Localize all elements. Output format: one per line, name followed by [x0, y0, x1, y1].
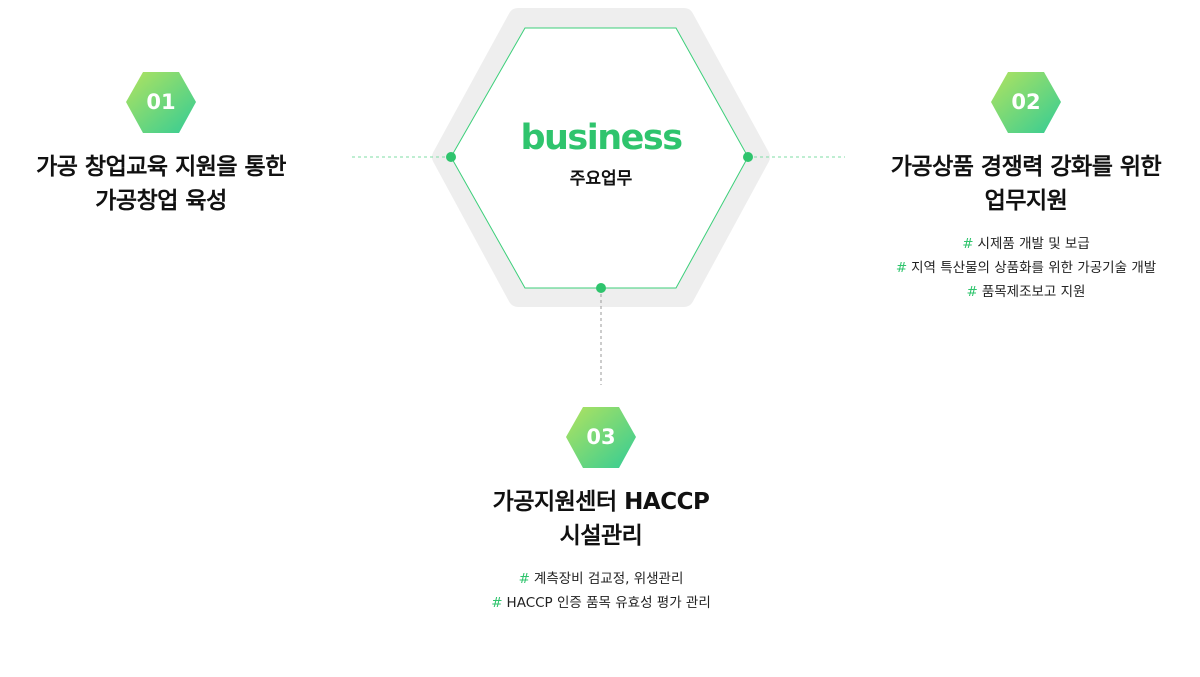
- bullet-text: 지역 특산물의 상품화를 위한 가공기술 개발: [911, 260, 1157, 276]
- badge-01: 01: [126, 72, 196, 133]
- dot-bottom: [596, 283, 606, 293]
- badge-number: 01: [146, 90, 176, 114]
- center-title: business: [520, 118, 683, 158]
- dot-left: [446, 152, 456, 162]
- item-title: 가공 창업교육 지원을 통한 가공창업 육성: [0, 150, 341, 218]
- bullet: #지역 특산물의 상품화를 위한 가공기술 개발: [846, 256, 1200, 280]
- badge-number: 02: [1011, 90, 1041, 114]
- hash-icon: #: [491, 595, 503, 611]
- badge-hex-01: [126, 72, 196, 133]
- bullet-text: 시제품 개발 및 보급: [977, 236, 1090, 252]
- badge-02: 02: [991, 72, 1061, 133]
- title-line: 가공지원센터 HACCP: [492, 489, 710, 515]
- bullet-text: HACCP 인증 품목 유효성 평가 관리: [506, 595, 711, 611]
- bullet-text: 계측장비 검교정, 위생관리: [533, 571, 684, 587]
- title-line: 업무지원: [984, 188, 1068, 214]
- badge-hex-02: [991, 72, 1061, 133]
- item-bullets: #시제품 개발 및 보급 #지역 특산물의 상품화를 위한 가공기술 개발 #품…: [846, 232, 1200, 304]
- hash-icon: #: [966, 284, 978, 300]
- bullet: #시제품 개발 및 보급: [846, 232, 1200, 256]
- title-line: 가공창업 육성: [95, 188, 227, 214]
- title-line: 시설관리: [559, 523, 643, 549]
- bullet: #HACCP 인증 품목 유효성 평가 관리: [421, 591, 781, 615]
- badge-03: 03: [566, 407, 636, 468]
- item-01: 가공 창업교육 지원을 통한 가공창업 육성: [0, 150, 341, 218]
- hash-icon: #: [518, 571, 530, 587]
- title-line: 가공 창업교육 지원을 통한: [36, 154, 286, 180]
- item-02: 가공상품 경쟁력 강화를 위한 업무지원 #시제품 개발 및 보급 #지역 특산…: [846, 150, 1200, 304]
- item-title: 가공상품 경쟁력 강화를 위한 업무지원: [846, 150, 1200, 218]
- item-03: 가공지원센터 HACCP 시설관리 #계측장비 검교정, 위생관리 #HACCP…: [421, 485, 781, 615]
- badge-number: 03: [586, 425, 616, 449]
- center-subtitle: 주요업무: [569, 169, 633, 189]
- hash-icon: #: [895, 260, 908, 276]
- dot-right: [743, 152, 753, 162]
- badge-hex-03: [566, 407, 636, 468]
- item-bullets: #계측장비 검교정, 위생관리 #HACCP 인증 품목 유효성 평가 관리: [421, 567, 781, 615]
- bullet-text: 품목제조보고 지원: [981, 284, 1086, 300]
- item-title: 가공지원센터 HACCP 시설관리: [421, 485, 781, 553]
- bullet: #계측장비 검교정, 위생관리: [421, 567, 781, 591]
- title-line: 가공상품 경쟁력 강화를 위한: [890, 154, 1162, 180]
- hash-icon: #: [962, 236, 974, 252]
- bullet: #품목제조보고 지원: [846, 280, 1200, 304]
